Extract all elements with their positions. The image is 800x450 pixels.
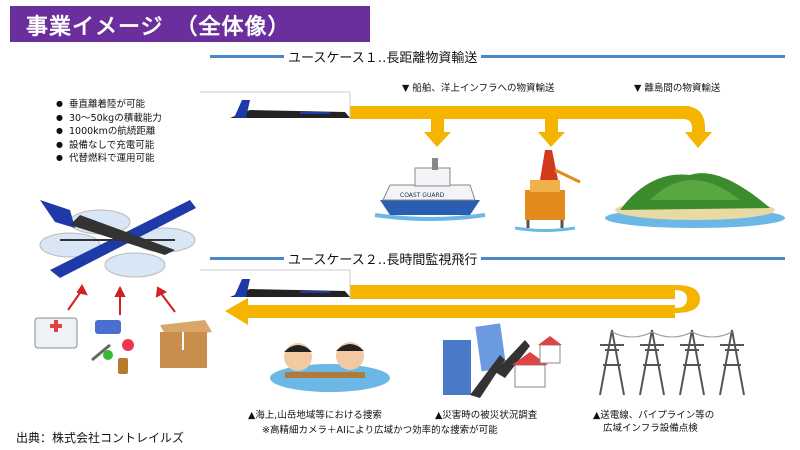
uc1-label: ユースケース１‥長距離物資輸送: [284, 47, 482, 66]
small-drone-icon: [230, 100, 350, 118]
uc2-label: ユースケース２‥長時間監視飛行: [284, 249, 482, 268]
feature-item: 設備なしで充電可能: [56, 139, 162, 153]
uc2-flow-arrow: [225, 285, 700, 325]
page-title: 事業イメージ （全体像）: [26, 15, 291, 40]
payload-arrows: [67, 284, 176, 315]
vtol-drone-icon: [39, 200, 196, 278]
rescue-scene-icon: [270, 342, 390, 392]
earthquake-scene-icon: [443, 323, 562, 398]
uc1-destination-island: ▼ 離島間の物資輸送: [634, 83, 721, 94]
medicine-icon: [91, 320, 134, 374]
caption-infra-2: 広域インフラ設備点検: [603, 423, 698, 434]
small-drone-icon: [230, 279, 350, 297]
uc1-destination-ship: ▼ 船舶、洋上インフラへの物資輸送: [402, 83, 555, 94]
uc2-line: [210, 257, 785, 260]
transmission-towers-icon: [599, 329, 745, 396]
ship-label: COAST GUARD: [400, 192, 445, 199]
caption-disaster: ▲災害時の被災状況調査: [435, 410, 538, 421]
feature-item: 30〜50kgの積載能力: [56, 112, 162, 126]
oil-rig-icon: [514, 150, 581, 232]
feature-item: 1000kmの航続距離: [56, 125, 162, 139]
feature-list: 垂直離着陸が可能 30〜50kgの積載能力 1000kmの航続距離 設備なしで充…: [56, 98, 162, 166]
search-note: ※高精細カメラ＋AIにより広域かつ効率的な捜索が可能: [262, 425, 498, 436]
first-aid-box-icon: [34, 317, 78, 349]
feature-item: 代替燃料で運用可能: [56, 152, 162, 166]
feature-item: 垂直離着陸が可能: [56, 98, 162, 112]
caption-search: ▲海上,山岳地域等における捜索: [248, 410, 382, 421]
caption-infra-1: ▲送電線、パイプライン等の: [593, 410, 715, 421]
uc1-line: [210, 55, 785, 58]
uc1-flow-arrow: [350, 106, 712, 148]
source-credit: 出典：株式会社コントレイルズ: [16, 431, 185, 445]
title-bar: [10, 6, 370, 42]
coast-guard-ship-icon: [374, 158, 486, 221]
island-icon: [605, 173, 785, 228]
cardboard-box-icon: [160, 320, 212, 368]
